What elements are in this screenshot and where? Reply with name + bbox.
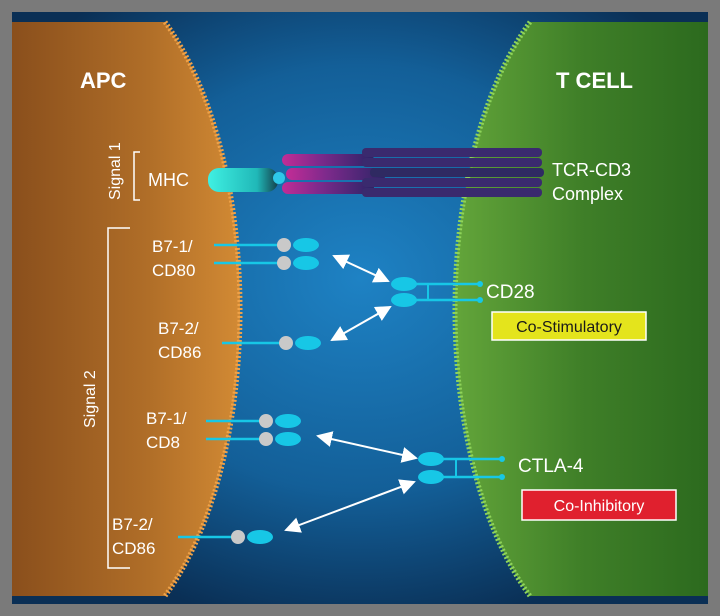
ctla4-label: CTLA-4 (518, 456, 584, 477)
b7-1-cd8-label-line2: CD8 (146, 433, 180, 452)
b7-2-cd86-b-label-line1: B7-2/ (112, 515, 153, 534)
b7-2-cd86-a-label-line1: B7-2/ (158, 319, 199, 338)
peptide (273, 172, 285, 184)
costim-badge (491, 311, 647, 341)
b7-1-cd80-label-line2: CD80 (152, 261, 195, 280)
cd28-label: CD28 (486, 282, 535, 303)
b7-2-cd86-b-monomer (178, 530, 273, 544)
b7-1-cd80-label-line1: B7-1/ (152, 237, 193, 256)
b7-1-cd80-dimer (214, 238, 319, 270)
tcell-header: T CELL (556, 68, 633, 93)
arrow-cd86-cd28 (330, 306, 392, 341)
b7-2-cd86-a-monomer (222, 336, 321, 350)
t-cell-membrane (452, 20, 533, 598)
apc-cell (12, 22, 240, 596)
costim-badge-text: Co-Stimulatory (516, 319, 622, 336)
tcr-label-line2: Complex (552, 184, 623, 204)
b7-2-cd86-a-label-line2: CD86 (158, 343, 201, 362)
ctla4-receptor (418, 452, 505, 484)
coinhib-badge (521, 489, 677, 521)
b7-1-cd8-dimer (206, 414, 301, 446)
apc-header: APC (80, 68, 127, 93)
signal2-bracket (107, 227, 130, 569)
coinhib-badge-text: Co-Inhibitory (554, 498, 645, 515)
signal2-label: Signal 2 (82, 370, 99, 428)
tcr-label-line1: TCR-CD3 (552, 160, 631, 180)
arrow-cd8-ctla4 (316, 431, 418, 463)
mhc-molecule (208, 168, 278, 192)
b7-2-cd86-b-label-line2: CD86 (112, 539, 155, 558)
mhc-label: MHC (148, 170, 189, 190)
signal1-label: Signal 1 (107, 142, 124, 200)
b7-1-cd8-label-line1: B7-1/ (146, 409, 187, 428)
arrow-cd86-ctla4 (284, 479, 416, 533)
signal1-bracket (133, 151, 140, 201)
tcr-cd3-complex (282, 148, 544, 197)
arrow-cd80-cd28 (332, 254, 390, 283)
apc-membrane (162, 20, 243, 598)
cd28-receptor (391, 277, 483, 307)
